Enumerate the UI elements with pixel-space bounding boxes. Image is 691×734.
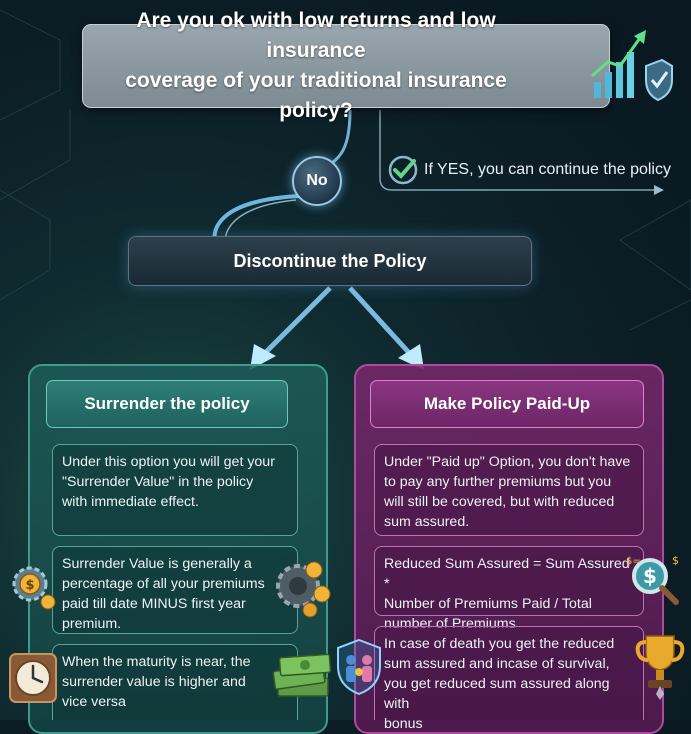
card-line: Surrender Value is generally a — [62, 556, 252, 572]
card-line: Number of Premiums Paid / Total — [384, 596, 592, 612]
paid-up-title: Make Policy Paid-Up — [423, 394, 591, 413]
question-box: Are you ok with low returns and low insu… — [82, 9, 610, 122]
card-line: paid till date MINUS first year — [62, 596, 246, 612]
trophy-icon — [635, 635, 685, 700]
discontinue-box: Discontinue the Policy — [128, 236, 532, 286]
surrender-card-2: Surrender Value is generally a percentag… — [52, 546, 298, 634]
gears-coins-icon — [276, 561, 331, 618]
surrender-heading: Surrender the policy — [46, 380, 288, 428]
card-line: Reduced Sum Assured = Sum Assured * — [384, 556, 630, 592]
question-line-2: coverage of your traditional insurance p… — [125, 69, 507, 122]
card-line: "Surrender Value" in the policy — [62, 474, 254, 490]
surrender-card-1: Under this option you will get your "Sur… — [52, 444, 298, 536]
discontinue-text: Discontinue the Policy — [233, 250, 427, 271]
yes-text: If YES, you can continue the policy — [424, 161, 671, 178]
question-line-1: Are you ok with low returns and low insu… — [136, 9, 496, 62]
svg-text:$: $ — [25, 578, 34, 593]
check-circle-icon — [388, 155, 418, 185]
clock-icon — [9, 653, 57, 703]
card-line: bonus — [384, 716, 423, 732]
svg-text:$=: $= — [626, 556, 641, 567]
card-line: premium. — [62, 616, 122, 632]
card-line: percentage of all your premiums — [62, 576, 265, 592]
yes-note: If YES, you can continue the policy — [386, 150, 671, 190]
paid-up-card-1: Under "Paid up" Option, you don't have t… — [374, 444, 644, 536]
card-line: vice versa — [62, 694, 126, 710]
no-circle: No — [292, 156, 342, 206]
magnifier-dollar-icon: $ $ $= — [626, 554, 679, 605]
card-line: with immediate effect. — [62, 494, 199, 510]
surrender-title: Surrender the policy — [84, 394, 250, 413]
surrender-card-3: When the maturity is near, the surrender… — [52, 644, 298, 720]
no-label: No — [306, 172, 328, 189]
growth-chart-shield-icon — [591, 30, 673, 102]
money-stack-icon — [272, 653, 332, 697]
paid-up-heading: Make Policy Paid-Up — [370, 380, 644, 428]
paid-up-card-2: Reduced Sum Assured = Sum Assured * Numb… — [374, 546, 644, 632]
card-line: In case of death you get the reduced — [384, 636, 615, 652]
card-line: sum assured and incase of survival, — [384, 656, 610, 672]
card-line: Under "Paid up" Option, you don't have — [384, 454, 631, 470]
card-line: When the maturity is near, the — [62, 654, 251, 670]
gear-coin-icon: $ — [12, 566, 56, 610]
paid-up-card-3: In case of death you get the reduced sum… — [374, 626, 644, 732]
card-line: will still be covered, but with reduced — [384, 494, 615, 510]
card-line: surrender value is higher and — [62, 674, 246, 690]
card-line: you get reduced sum assured along with — [384, 676, 610, 712]
card-line: Under this option you will get your — [62, 454, 275, 470]
svg-text:$: $ — [643, 564, 657, 588]
question-text: Are you ok with low returns and low insu… — [93, 6, 539, 126]
family-shield-icon — [337, 638, 381, 696]
card-line: to pay any further premiums but you — [384, 474, 612, 490]
svg-text:$: $ — [672, 554, 679, 567]
card-line: sum assured. — [384, 514, 470, 530]
